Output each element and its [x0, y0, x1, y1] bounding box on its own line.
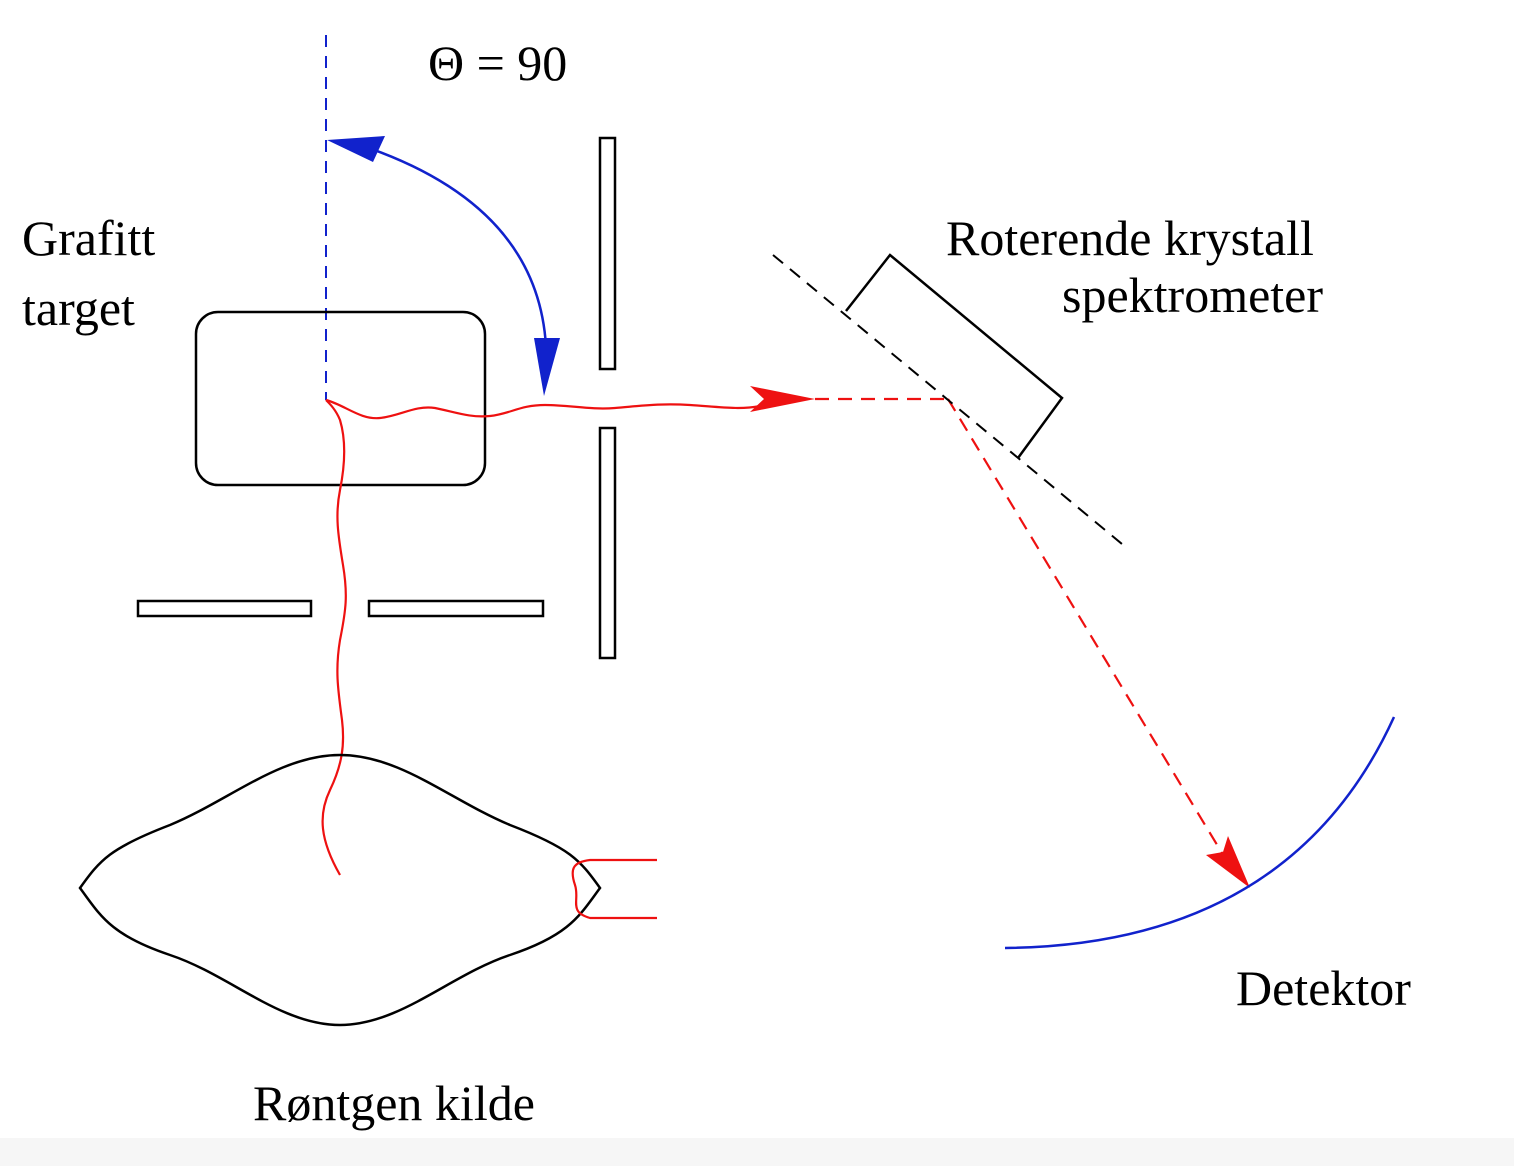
- diffracted-beam: [947, 398, 1226, 859]
- spectrometer-label-line2: spektrometer: [1062, 267, 1323, 323]
- collimator-slit-lower: [598, 426, 617, 660]
- xray-source-tube: [78, 753, 602, 1027]
- source-slit-left: [136, 599, 313, 618]
- scattering-angle-arc: [359, 143, 548, 376]
- scattered-beam: [325, 398, 761, 420]
- crystal-plane-line: [772, 254, 1123, 545]
- angle-arrowhead-top: [327, 136, 385, 162]
- spectrometer-label-line1: Roterende krystall: [946, 210, 1314, 266]
- graphite-target: [194, 310, 487, 487]
- target-label-line1: Grafitt: [22, 210, 155, 266]
- detector-label: Detektor: [1236, 960, 1411, 1016]
- target-label-line2: target: [22, 280, 135, 336]
- source-slit-right: [367, 599, 545, 618]
- rotating-crystal-holder: [845, 253, 1064, 459]
- scattered-beam-arrowhead: [750, 386, 815, 412]
- incident-beam: [321, 399, 347, 876]
- diffracted-beam-arrowhead: [1206, 836, 1250, 888]
- theta-label: Θ = 90: [428, 35, 567, 91]
- cathode-connection: [571, 858, 657, 920]
- bottom-strip: [0, 1138, 1514, 1166]
- collimator-slit-upper: [598, 136, 617, 371]
- angle-arrowhead-bottom: [534, 338, 560, 396]
- detector-arc: [1004, 716, 1396, 950]
- source-label: Røntgen kilde: [253, 1075, 535, 1131]
